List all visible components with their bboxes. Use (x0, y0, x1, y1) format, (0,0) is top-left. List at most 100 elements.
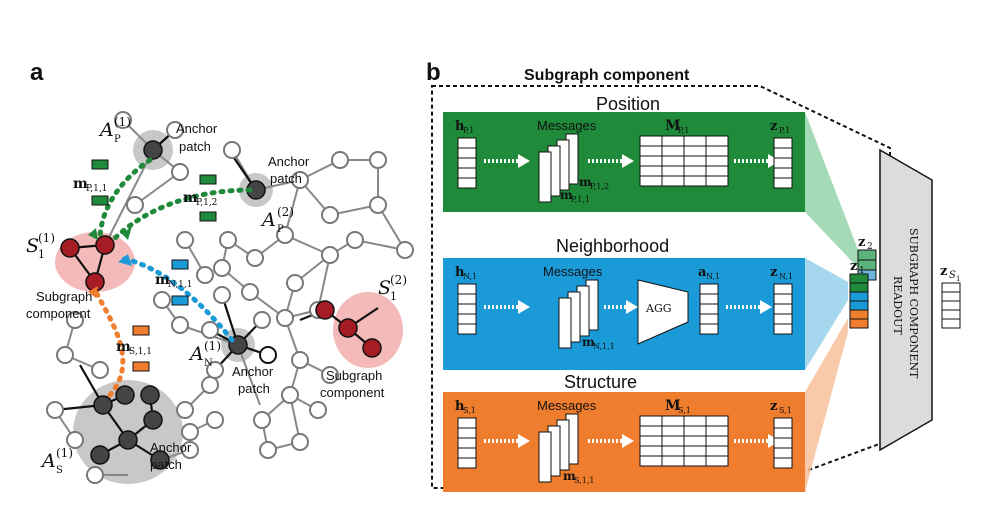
svg-text:P,1: P,1 (779, 126, 790, 135)
svg-text:h: h (455, 399, 465, 414)
svg-text:N,1,1: N,1,1 (593, 342, 615, 351)
svg-text:z: z (940, 264, 947, 279)
svg-text:m: m (183, 190, 198, 206)
svg-text:P,1: P,1 (678, 126, 689, 135)
panel-b: b Subgraph component Position h P,1 Mess… (426, 59, 961, 492)
svg-text:patch: patch (150, 457, 182, 472)
structure-messages-stack (538, 413, 579, 483)
neighborhood-row: Neighborhood h N,1 Messages AGG (443, 236, 805, 370)
svg-text:N,1: N,1 (463, 272, 477, 281)
svg-text:N,1: N,1 (706, 272, 720, 281)
svg-text:SUBGRAPH COMPONENT: SUBGRAPH COMPONENT (907, 228, 920, 379)
funnel-neighborhood (805, 258, 848, 370)
svg-text:N,1: N,1 (779, 272, 793, 281)
svg-text:Subgraph: Subgraph (326, 368, 382, 383)
svg-text:component: component (320, 385, 385, 400)
msg-box-n11 (171, 259, 189, 306)
svg-text:S: S (949, 270, 956, 281)
neighborhood-a-label: a N,1 (698, 265, 720, 281)
svg-text:2: 2 (867, 242, 873, 252)
structure-m-label-1: m S,1,1 (563, 469, 594, 485)
zS-vector (941, 282, 961, 329)
label-msg-n11: m N,1,1 (155, 272, 192, 290)
neighborhood-z-vector (773, 283, 793, 335)
svg-text:A: A (260, 209, 276, 231)
svg-text:P: P (114, 134, 121, 145)
structure-h-vector (457, 417, 477, 469)
svg-text:P,1,2: P,1,2 (590, 182, 609, 191)
svg-text:m: m (116, 339, 131, 355)
structure-heading: Structure (564, 372, 637, 392)
neighborhood-h-label: h N,1 (455, 265, 477, 281)
position-h-vector (457, 137, 477, 189)
label-anchor-p2: A (2) P (260, 205, 294, 235)
label-subgraph-component-s1: Subgraph component (26, 289, 92, 321)
svg-text:P,1: P,1 (463, 126, 474, 135)
neighborhood-arrowhead-1 (518, 300, 530, 314)
svg-text:N: N (204, 358, 213, 369)
panel-b-letter: b (426, 59, 441, 86)
structure-h-label: h S,1 (455, 399, 476, 415)
svg-text:A: A (40, 450, 56, 472)
svg-text:S,1: S,1 (779, 406, 792, 415)
arrow-head-s (88, 286, 98, 298)
svg-text:S,1: S,1 (463, 406, 476, 415)
agg-block (637, 279, 689, 345)
neighborhood-z-label: z N,1 (770, 265, 793, 281)
neighborhood-band (443, 258, 805, 370)
arrow-head-p1 (88, 228, 98, 240)
svg-text:z: z (770, 119, 777, 134)
svg-text:S,1,1: S,1,1 (129, 347, 152, 357)
svg-text:Subgraph: Subgraph (36, 289, 92, 304)
label-anchor-p1: A (1) P (98, 115, 131, 145)
panel-a: a (26, 59, 414, 484)
svg-text:(1): (1) (38, 231, 55, 245)
svg-text:patch: patch (238, 381, 270, 396)
svg-text:A: A (98, 119, 114, 141)
z1-vector (849, 273, 869, 329)
position-arrowhead-2 (622, 154, 634, 168)
position-row: Position h P,1 Messages M P,1 (443, 94, 805, 212)
svg-text:S: S (56, 465, 63, 476)
svg-text:1: 1 (956, 275, 960, 283)
graph-nodes (46, 111, 414, 484)
label-msg-p11: m P,1,1 (73, 176, 107, 194)
position-h-label: h P,1 (455, 119, 474, 135)
agg-label: AGG (645, 302, 672, 315)
label-msg-s11: m S,1,1 (116, 339, 152, 357)
neighborhood-arrowhead-2 (626, 300, 638, 314)
msg-box-s11 (132, 325, 150, 372)
subgraph-nodes (60, 235, 382, 358)
svg-text:S,1: S,1 (678, 406, 691, 415)
svg-text:M: M (665, 118, 681, 134)
svg-text:h: h (455, 119, 465, 134)
structure-messages-label: Messages (537, 398, 597, 413)
svg-text:Anchor: Anchor (232, 364, 274, 379)
position-arrowhead-1 (518, 154, 530, 168)
svg-text:Anchor: Anchor (268, 154, 310, 169)
structure-M-label: M S,1 (665, 398, 691, 415)
svg-text:component: component (26, 306, 91, 321)
position-heading: Position (596, 94, 660, 114)
message-path-p2 (112, 187, 253, 241)
z1-label: z 1 (850, 259, 865, 276)
structure-M-matrix (639, 415, 729, 467)
svg-text:a: a (698, 265, 707, 280)
funnel-position (805, 112, 860, 270)
neighborhood-messages-label: Messages (543, 264, 603, 279)
svg-text:P,1,1: P,1,1 (571, 195, 590, 204)
msg-box-p11 (91, 159, 109, 206)
subgraph-region-s2 (333, 292, 403, 368)
position-M-label: M P,1 (665, 118, 689, 135)
label-anchor-patch-p1: Anchor patch (176, 121, 218, 154)
neighborhood-m-label-1: m N,1,1 (582, 335, 615, 351)
neighborhood-arrowhead-3 (760, 300, 772, 314)
svg-text:A: A (188, 343, 204, 365)
neighborhood-messages-stack (558, 279, 599, 349)
label-subgraph-s2: S (2) 1 (378, 273, 407, 303)
svg-text:z: z (770, 265, 777, 280)
message-path-p1 (97, 157, 153, 243)
svg-text:patch: patch (270, 171, 302, 186)
structure-row: Structure h S,1 Messages M S,1 (443, 372, 805, 492)
